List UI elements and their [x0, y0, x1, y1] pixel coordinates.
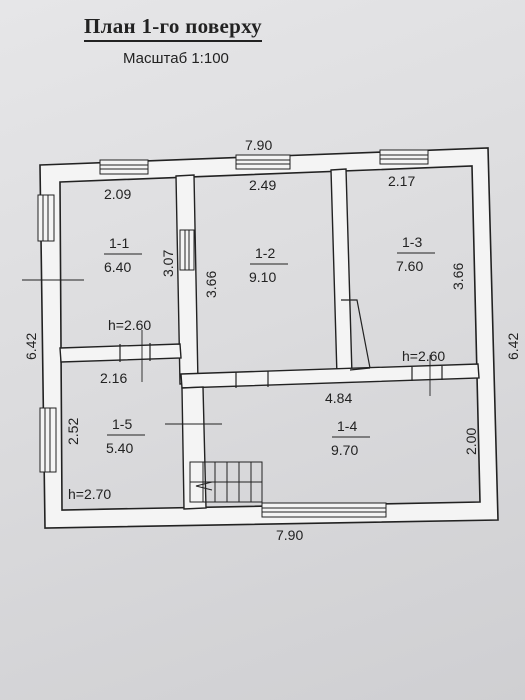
room-1-3: 1-3 7.60 2.17 3.66 h=2.60	[388, 173, 466, 364]
page-title: План 1-го поверху	[84, 14, 262, 42]
room-length: 3.66	[450, 263, 466, 290]
room-width: 2.16	[100, 370, 127, 386]
room-height: h=2.70	[68, 486, 111, 502]
room-width: 4.84	[325, 390, 352, 406]
windows	[37, 149, 429, 518]
room-area: 9.10	[249, 269, 276, 285]
room-width: 2.17	[388, 173, 415, 189]
room-length: 2.52	[65, 418, 81, 445]
doors	[119, 299, 443, 388]
room-area: 5.40	[106, 440, 133, 456]
outer-wall	[39, 147, 499, 529]
room-area: 6.40	[104, 259, 131, 275]
room-area: 9.70	[331, 442, 358, 458]
room-area: 7.60	[396, 258, 423, 274]
room-height: h=2.60	[402, 348, 445, 364]
room-height: h=2.60	[108, 317, 151, 333]
interior-walls	[59, 168, 480, 510]
room-id: 1-4	[337, 418, 357, 434]
room-id: 1-2	[255, 245, 275, 261]
room-id: 1-3	[402, 234, 422, 250]
section-marks	[22, 279, 431, 425]
dimension-right: 6.42	[505, 333, 521, 360]
room-1-2: 1-2 9.10 2.49 3.66	[203, 177, 288, 298]
room-id: 1-1	[109, 235, 129, 251]
room-length: 3.07	[160, 250, 176, 277]
room-id: 1-5	[112, 416, 132, 432]
room-width: 2.09	[104, 186, 131, 202]
scale-label: Масштаб 1:100	[123, 50, 229, 67]
room-1-1: 1-1 6.40 2.09 3.07 h=2.60	[104, 186, 176, 333]
room-length: 2.00	[463, 428, 479, 455]
room-width: 2.49	[249, 177, 276, 193]
room-1-4: 1-4 9.70 4.84 2.00	[325, 390, 479, 458]
dimension-left: 6.42	[23, 333, 39, 360]
dimension-top: 7.90	[245, 137, 272, 153]
staircase	[189, 461, 263, 503]
dimension-bottom: 7.90	[276, 527, 303, 543]
room-length: 3.66	[203, 271, 219, 298]
room-1-5: 1-5 5.40 2.16 2.52 h=2.70	[65, 370, 145, 502]
